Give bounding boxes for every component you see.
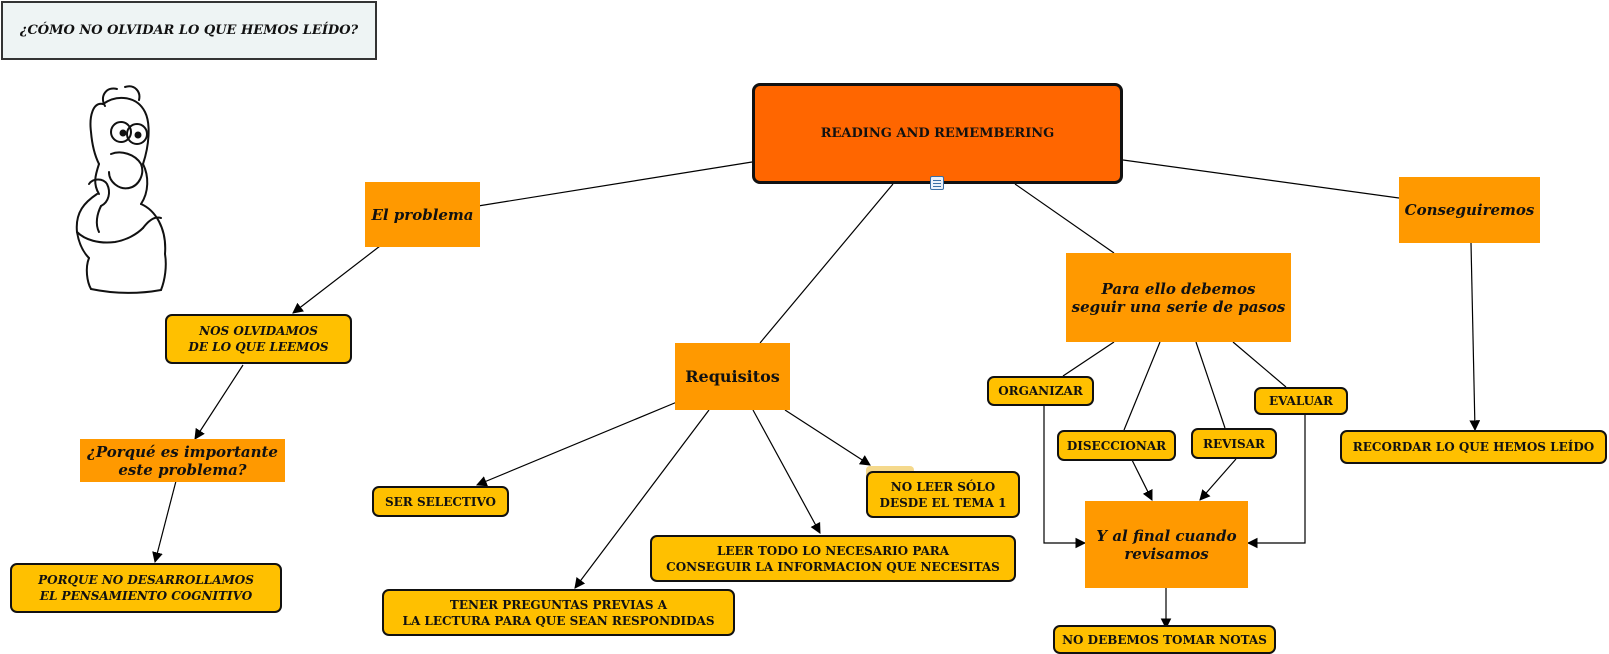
item-recordar[interactable]: RECORDAR LO QUE HEMOS LEÍDO xyxy=(1340,430,1607,464)
arrow-importante-cognitivo xyxy=(152,480,177,564)
item-revisar[interactable]: REVISAR xyxy=(1191,428,1277,459)
concept-conseguiremos[interactable]: Conseguiremos xyxy=(1399,177,1540,243)
arrow-organizar-final xyxy=(1043,406,1087,549)
arrow-conseguiremos-recordar xyxy=(1469,242,1481,432)
concept-el-problema[interactable]: El problema xyxy=(365,182,480,247)
arrow-requisitos-leer-todo xyxy=(752,409,821,534)
concept-importante[interactable]: ¿Porqué es importante este problema? xyxy=(80,439,285,482)
link-pasos-revisar xyxy=(1195,341,1226,429)
item-organizar[interactable]: ORGANIZAR xyxy=(987,376,1094,406)
link-root-problema xyxy=(477,161,753,207)
link-pasos-organizar xyxy=(1062,341,1115,377)
root-node[interactable]: READING AND REMEMBERING xyxy=(752,83,1123,184)
concept-requisitos[interactable]: Requisitos xyxy=(675,343,790,410)
item-evaluar[interactable]: EVALUAR xyxy=(1254,387,1348,415)
link-root-pasos xyxy=(1014,183,1115,254)
item-preguntas-previas[interactable]: TENER PREGUNTAS PREVIAS A LA LECTURA PAR… xyxy=(382,589,735,636)
item-pensamiento-cognitivo[interactable]: PORQUE NO DESARROLLAMOS EL PENSAMIENTO C… xyxy=(10,563,282,613)
arrow-requisitos-no-leer xyxy=(784,409,871,466)
concept-final[interactable]: Y al final cuando revisamos xyxy=(1085,501,1248,588)
document-icon[interactable] xyxy=(930,176,944,190)
item-no-tomar-notas[interactable]: NO DEBEMOS TOMAR NOTAS xyxy=(1053,625,1276,654)
item-nos-olvidamos[interactable]: NOS OLVIDAMOS DE LO QUE LEEMOS xyxy=(165,314,352,364)
arrow-requisitos-preguntas xyxy=(574,409,710,589)
link-root-conseguiremos xyxy=(1122,159,1400,199)
link-pasos-diseccionar xyxy=(1123,341,1161,431)
arrow-diseccionar-final xyxy=(1131,459,1153,501)
arrow-evaluar-final xyxy=(1246,415,1306,549)
arrow-olvidamos-importante xyxy=(194,364,244,440)
concept-pasos[interactable]: Para ello debemos seguir una serie de pa… xyxy=(1066,253,1291,342)
item-diseccionar[interactable]: DISECCIONAR xyxy=(1057,430,1176,461)
link-pasos-evaluar xyxy=(1232,341,1287,388)
arrow-requisitos-selectivo xyxy=(476,401,678,487)
page-title: ¿CÓMO NO OLVIDAR LO QUE HEMOS LEÍDO? xyxy=(1,1,377,60)
arrow-revisar-final xyxy=(1199,458,1237,501)
item-ser-selectivo[interactable]: SER SELECTIVO xyxy=(372,486,509,517)
link-root-requisitos xyxy=(759,183,894,344)
thinking-man-illustration xyxy=(75,85,167,294)
arrow-problema-olvidamos xyxy=(292,245,381,314)
item-leer-todo[interactable]: LEER TODO LO NECESARIO PARA CONSEGUIR LA… xyxy=(650,535,1016,582)
item-no-leer-solo[interactable]: NO LEER SÓLO DESDE EL TEMA 1 xyxy=(866,471,1020,518)
